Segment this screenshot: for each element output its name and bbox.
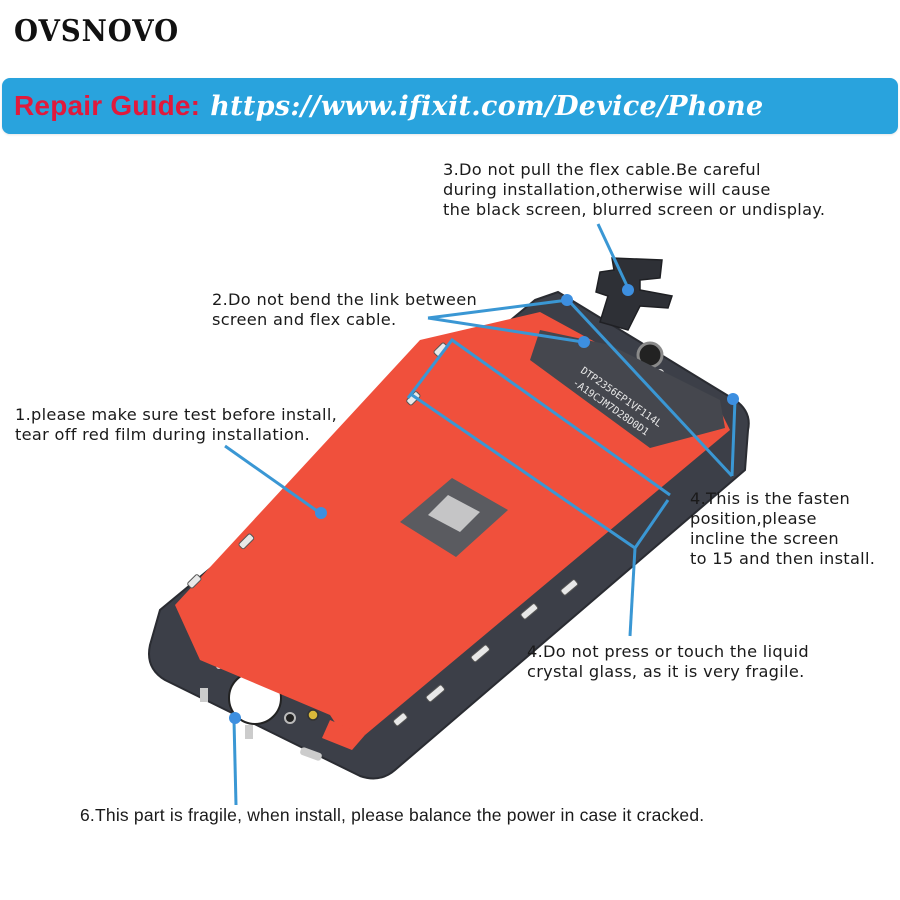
note-1-test-before-install: 1.please make sure test before install, … [15, 405, 338, 444]
note-2-do-not-bend: 2.Do not bend the link between screen an… [212, 290, 478, 329]
note-3-flex-cable: 3.Do not pull the flex cable.Be careful … [443, 160, 826, 219]
callout-markers [229, 284, 739, 724]
red-film: DTP2356EP1VF114L -A19CJM7D28D0D1 [175, 312, 730, 750]
note-4-do-not-press: 4.Do not press or touch the liquid cryst… [527, 642, 809, 681]
note-6-fragile-part: 6.This part is fragile, when install, pl… [80, 805, 705, 825]
repair-guide-banner: Repair Guide: https://www.ifixit.com/Dev… [2, 78, 898, 134]
marker-4-dot [727, 393, 739, 405]
brand-logo: OVSNOVO [14, 14, 180, 49]
note-4-fasten-position: 4.This is the fasten position,please inc… [690, 489, 876, 568]
edge-clips [187, 342, 579, 727]
marker-6-dot [229, 712, 241, 724]
marker-3-dot [622, 284, 634, 296]
repair-guide-link[interactable]: https://www.ifixit.com/Device/Phone [210, 90, 764, 122]
marker-2b-dot [578, 336, 590, 348]
marker-2-dot [561, 294, 573, 306]
repair-guide-label: Repair Guide: [14, 90, 201, 121]
callout-lines [224, 223, 737, 806]
marker-1-dot [315, 507, 327, 519]
